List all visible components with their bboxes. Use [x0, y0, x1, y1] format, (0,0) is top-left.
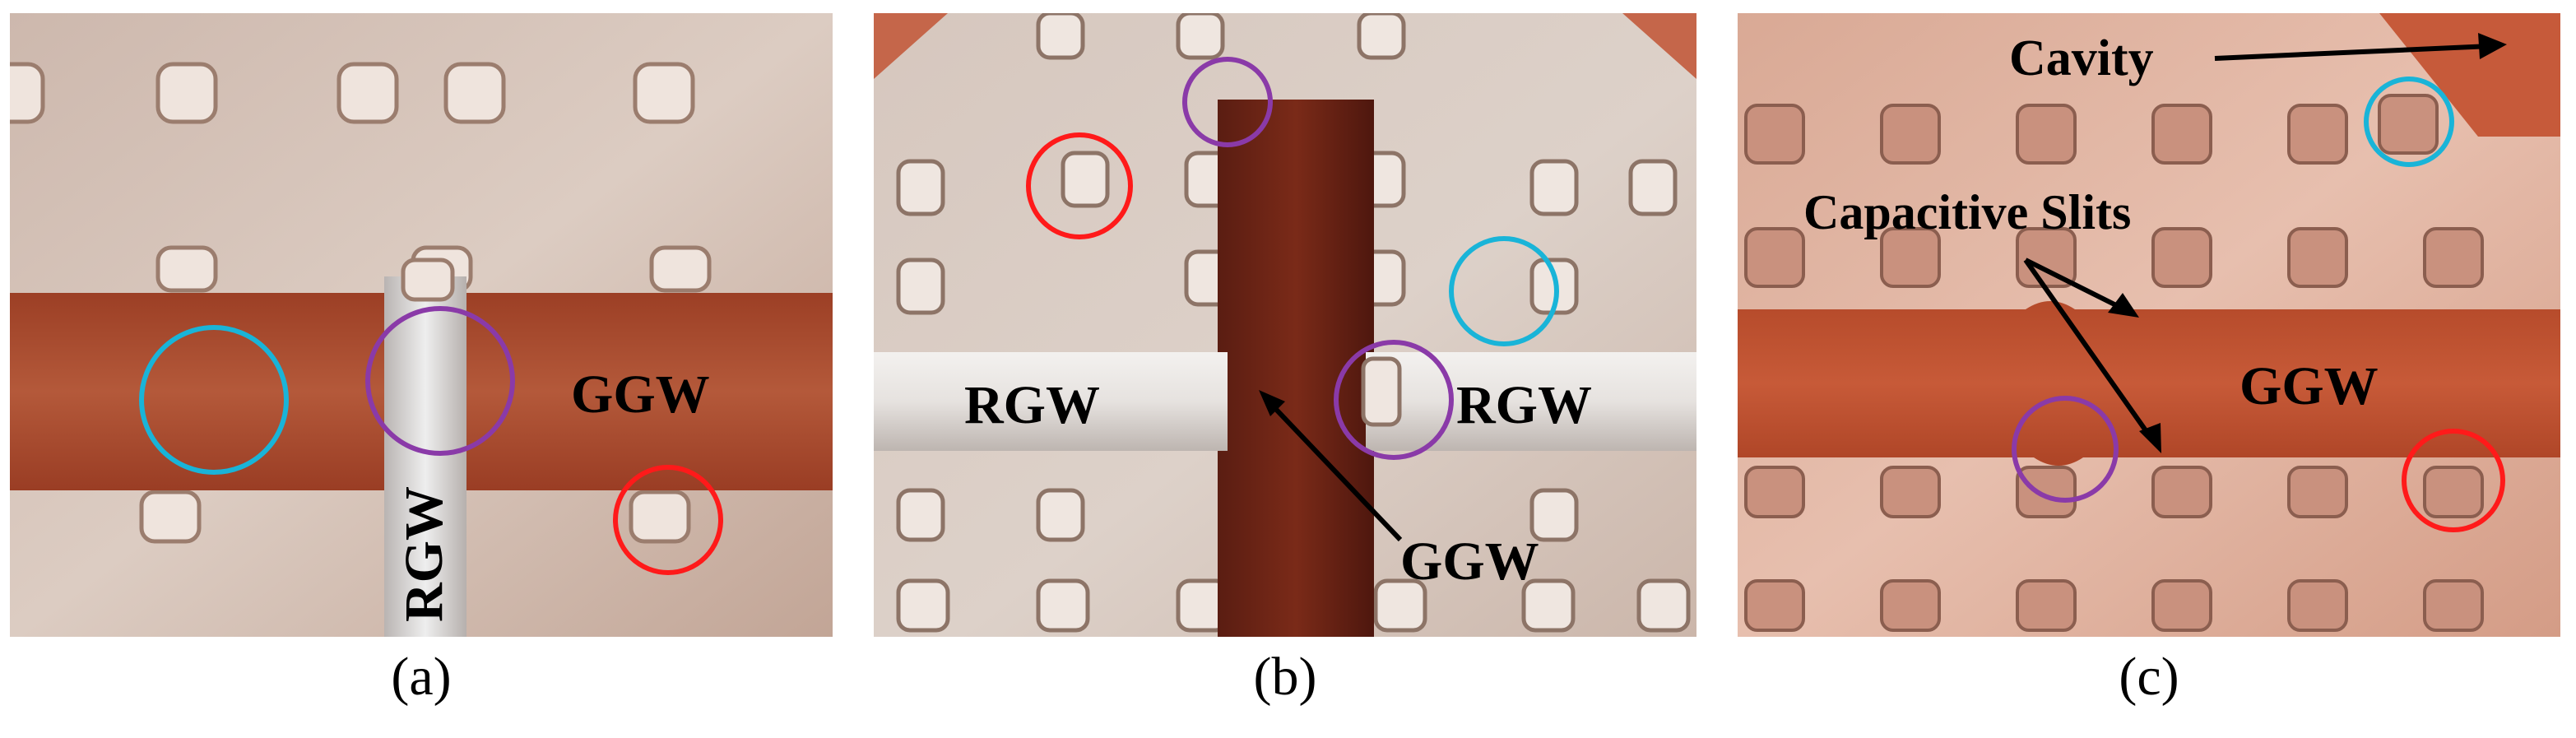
ggw-label: GGW [1400, 531, 1539, 592]
capacitive-slits-label: Capacitive Slits [1803, 185, 2131, 239]
ggw-strip [1738, 301, 2560, 466]
red-ring [2402, 429, 2505, 532]
purple-ring-top [1182, 57, 1273, 147]
blue-ring [1449, 236, 1559, 346]
cavity-label: Cavity [2009, 30, 2154, 86]
ggw-label: GGW [2239, 356, 2379, 416]
ggw-arrow [1265, 397, 1403, 542]
ggw-label: GGW [571, 364, 710, 425]
red-ring [613, 465, 723, 575]
slit-arrow-2 [2023, 258, 2156, 443]
purple-ring-mid [1334, 340, 1454, 460]
caption-c: (c) [2119, 647, 2179, 707]
ggw-channel [1218, 100, 1374, 637]
caption-b: (b) [1253, 647, 1317, 707]
purple-ring [365, 306, 515, 456]
cavity-region [2379, 13, 2560, 137]
panel-c-photo: Cavity Capacitive Slits GGW [1738, 13, 2560, 637]
rgw-label-left: RGW [964, 375, 1100, 435]
rgw-ridge-right [1366, 352, 1696, 451]
slit-arrow-1 [2024, 258, 2126, 312]
red-ring [1026, 132, 1133, 239]
rgw-label: RGW [394, 486, 454, 622]
rgw-ridge [384, 276, 466, 637]
rgw-label-right: RGW [1456, 375, 1592, 435]
caption-a: (a) [391, 647, 452, 707]
cavity-arrow [2214, 44, 2491, 61]
pin-grid [896, 13, 1691, 633]
panel-b-photo: RGW RGW GGW [874, 13, 1696, 637]
blue-ring [2364, 77, 2454, 167]
panel-a-photo: GGW RGW [10, 13, 833, 637]
rgw-ridge-left [874, 352, 1228, 451]
purple-ring [2012, 396, 2119, 503]
pin-grid [1744, 94, 2484, 632]
blue-ring [139, 325, 289, 475]
